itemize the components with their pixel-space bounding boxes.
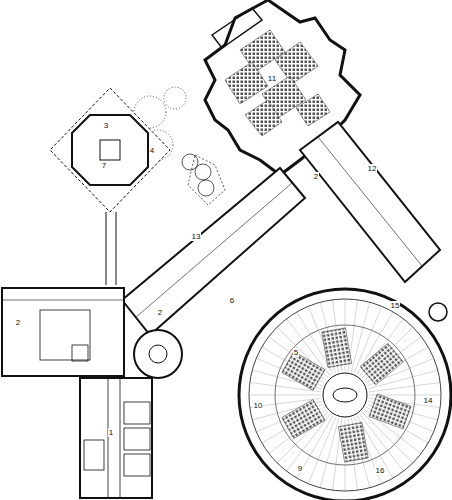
callout-number: 2 xyxy=(313,172,319,181)
callout-number: 5 xyxy=(293,348,299,357)
callout-number: 6 xyxy=(229,296,235,305)
pavilion xyxy=(50,88,170,212)
building xyxy=(80,378,152,498)
corridor-wing xyxy=(122,168,305,335)
callout-number: 7 xyxy=(101,161,107,170)
pavilion xyxy=(72,115,148,185)
callout-number: 13 xyxy=(191,232,202,241)
callout-number: 15 xyxy=(390,301,401,310)
seating-block xyxy=(360,343,403,385)
seating-block xyxy=(282,400,325,439)
callout-number: 16 xyxy=(375,466,386,475)
building xyxy=(2,288,124,376)
callout-number: 2 xyxy=(157,308,163,317)
callout-number: 14 xyxy=(423,396,434,405)
seating-block xyxy=(322,328,352,368)
radial-line xyxy=(320,418,339,488)
corridor-wing xyxy=(300,122,440,282)
callout-number: 3 xyxy=(103,121,109,130)
stair xyxy=(134,330,182,378)
callout-number: 2 xyxy=(15,318,21,327)
callout-number: 9 xyxy=(297,464,303,473)
radial-line xyxy=(249,395,321,396)
seating xyxy=(225,30,330,136)
callout-number: 11 xyxy=(267,74,277,83)
callout-number: 1 xyxy=(108,428,114,437)
radial-line xyxy=(369,382,440,391)
seating-block xyxy=(369,394,411,429)
callout-number: 4 xyxy=(149,146,155,155)
seating-block xyxy=(282,352,325,391)
seating-block xyxy=(338,422,368,462)
callout-number: 10 xyxy=(253,401,264,410)
callout-number: 12 xyxy=(367,164,378,173)
round-hall xyxy=(239,289,451,500)
